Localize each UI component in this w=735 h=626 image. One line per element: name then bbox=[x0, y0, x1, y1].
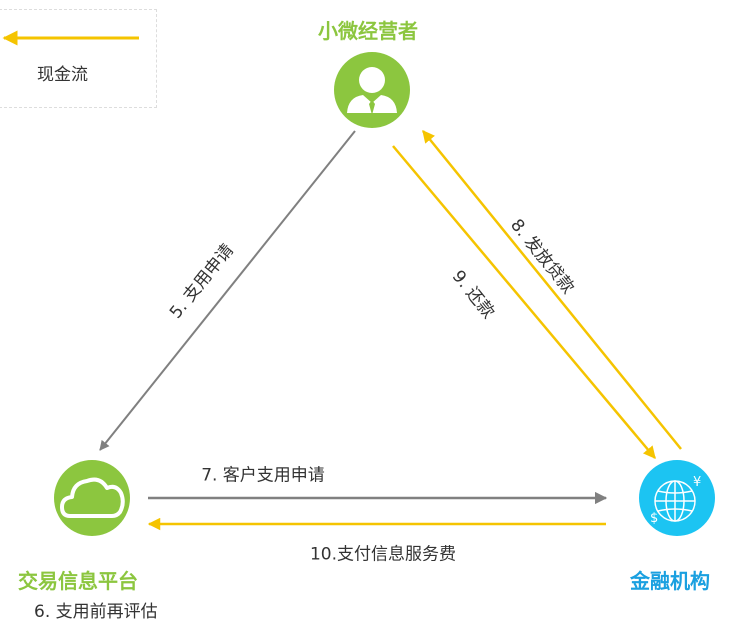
finance-title: 金融机构 bbox=[630, 569, 710, 593]
globe-currency-icon: ¥ $ bbox=[650, 475, 701, 526]
legend-label: 现金流 bbox=[37, 65, 88, 85]
finance-node: ¥ $ bbox=[639, 460, 715, 536]
legend-box bbox=[0, 9, 157, 108]
merchant-title: 小微经营者 bbox=[318, 19, 418, 43]
platform-node bbox=[54, 460, 130, 536]
cloud-icon bbox=[60, 477, 125, 518]
label-fee: 10.支付信息服务费 bbox=[309, 544, 457, 565]
platform-title: 交易信息平台 bbox=[18, 569, 138, 593]
label-eval: 6. 支用前再评估 bbox=[34, 602, 158, 622]
arrow-loan bbox=[422, 130, 682, 450]
label-customer-apply: 7. 客户支用申请 bbox=[201, 465, 325, 486]
merchant-node bbox=[334, 52, 410, 128]
arrow-repay bbox=[392, 145, 656, 459]
arrow-apply bbox=[99, 130, 356, 451]
svg-text:$: $ bbox=[650, 511, 658, 526]
svg-text:¥: ¥ bbox=[693, 475, 701, 490]
user-icon bbox=[347, 67, 397, 115]
